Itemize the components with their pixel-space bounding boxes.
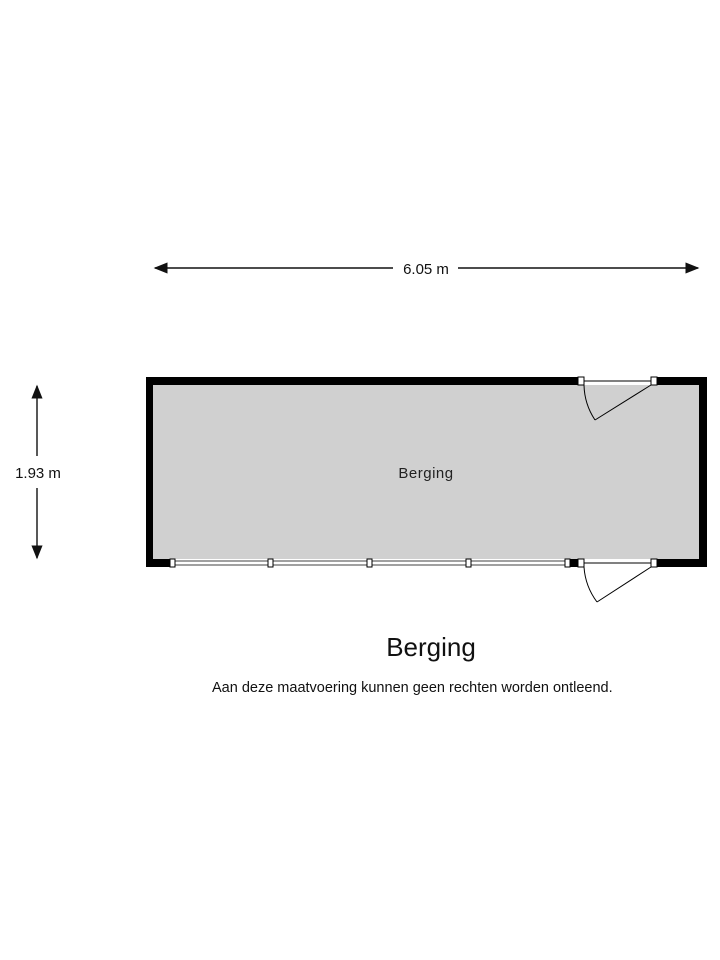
width-label: 6.05 m bbox=[403, 261, 449, 278]
width-dimension: 6.05 m bbox=[153, 261, 700, 278]
room-berging: Berging bbox=[146, 376, 707, 603]
disclaimer-text: Aan deze maatvoering kunnen geen rechten… bbox=[212, 680, 613, 696]
room-label: Berging bbox=[398, 465, 453, 482]
top-door-swing bbox=[583, 384, 652, 421]
height-label: 1.93 m bbox=[15, 465, 61, 482]
floor-title: Berging bbox=[386, 632, 476, 662]
height-dimension: 1.93 m bbox=[15, 384, 61, 560]
bottom-window-strip bbox=[169, 558, 571, 568]
bottom-door-swing bbox=[583, 566, 652, 603]
room-floor bbox=[153, 385, 699, 559]
